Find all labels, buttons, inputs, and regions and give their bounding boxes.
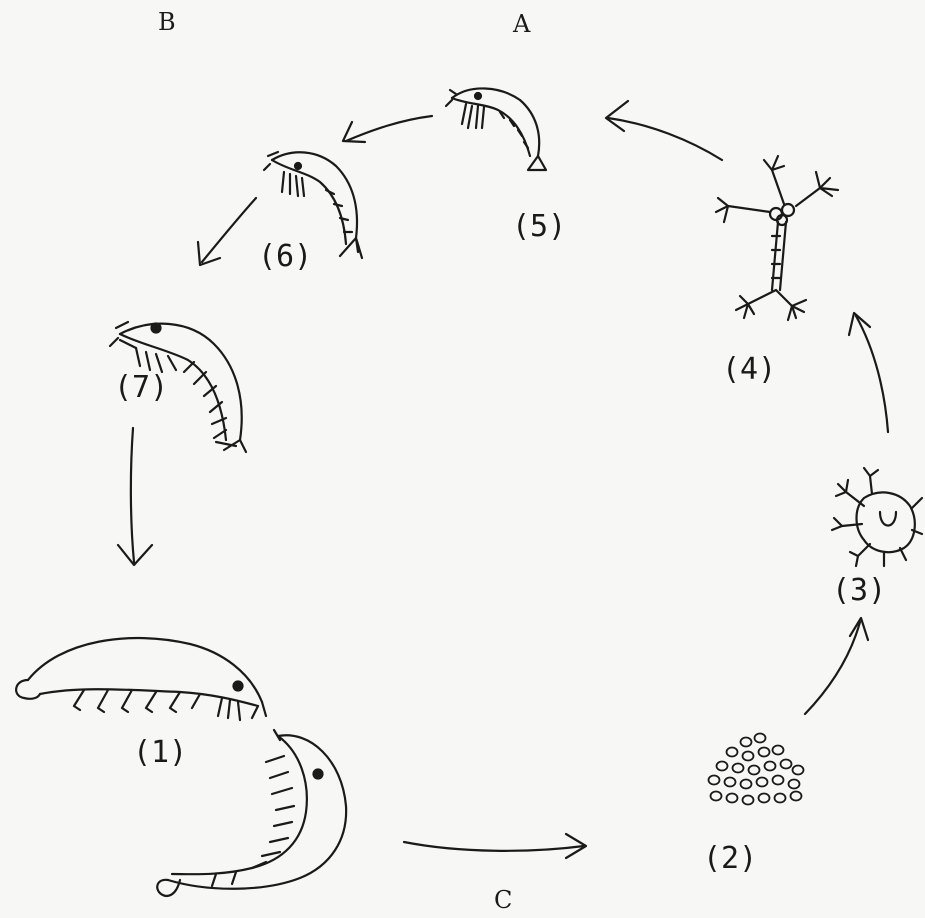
stage-2-eggs	[709, 734, 804, 805]
arrowhead-5-to-6	[343, 122, 365, 142]
stage-6-label: (6)	[258, 242, 312, 272]
arrow-1-to-2	[404, 842, 584, 851]
stage-4-label: (4)	[722, 355, 776, 385]
corner-label-c: C	[494, 888, 512, 912]
corner-label-a: A	[513, 12, 530, 36]
arrow-6-to-7	[202, 198, 256, 262]
arrow-2-to-3	[805, 622, 860, 714]
corner-label-b: B	[158, 10, 176, 34]
arrow-3-to-4	[856, 316, 888, 432]
stage-4-calyptopis	[716, 156, 838, 320]
stage-3-nauplius	[832, 468, 922, 566]
stage-3-label: (3)	[832, 576, 886, 606]
arrow-7-to-1	[131, 428, 134, 562]
arrow-5-to-6	[346, 116, 432, 141]
stage-5-furcilia	[446, 88, 546, 170]
arrow-4-to-5	[608, 118, 722, 160]
stage-7-label: (7)	[114, 373, 168, 403]
stage-1-label: (1)	[133, 738, 187, 768]
stage-5-label: (5)	[512, 212, 566, 242]
arrowhead-4-to-5	[606, 101, 628, 131]
cycle-arrows	[118, 101, 888, 858]
stage-2-label: (2)	[703, 844, 757, 874]
